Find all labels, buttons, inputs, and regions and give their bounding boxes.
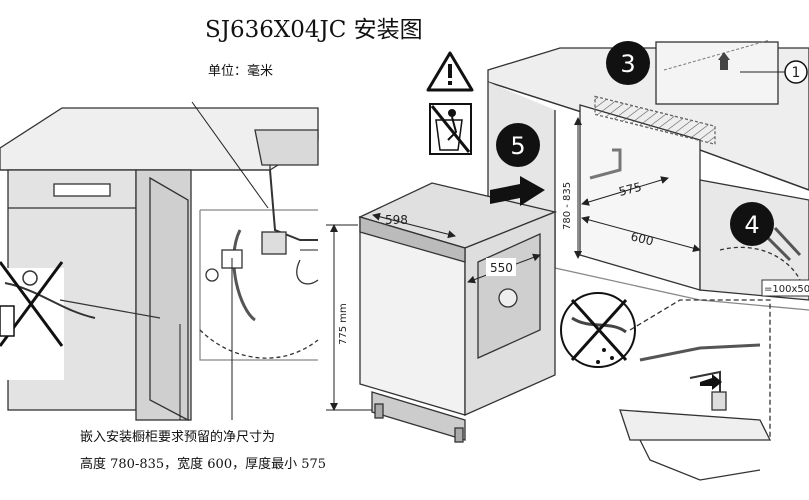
step-four-marker: 4 [730,202,774,246]
svg-text:780 - 835: 780 - 835 [562,182,573,230]
dim-780-835: 780 - 835 [562,117,582,259]
dim-575: 575 [581,176,669,206]
step-one-marker: 1 [784,60,808,84]
svg-text:1: 1 [792,65,801,81]
step-five-marker: 5 [496,123,540,167]
detail-inset [655,39,786,105]
cabinet-left-illustration [0,107,319,422]
leader-lines-left [179,101,318,420]
svg-text:5: 5 [510,132,525,160]
step-three-marker: 3 [606,41,650,85]
svg-text:4: 4 [744,211,759,239]
caption-line-2: 高度 780-835，宽度 600，厚度最小 575 [80,456,326,472]
unit-label: 单位：毫米 [208,63,273,79]
dim-598: 598 [372,212,456,239]
no-child-icon [429,103,472,155]
connection-arrow [700,374,722,390]
caption-line-1: 嵌入安装橱柜要求预留的净尺寸为 [80,429,275,445]
svg-text:575: 575 [617,180,643,199]
no-pinch-icon [0,261,161,380]
hose-connection-illustration [619,299,772,481]
svg-text:775 mm: 775 mm [338,303,349,345]
svg-text:600: 600 [629,229,655,248]
dim-550: 550 [467,253,541,284]
dim-100x50: =100x50 [761,279,809,297]
svg-text:550: 550 [490,261,513,275]
svg-text:598: 598 [385,213,408,227]
dim-775: 775 mm [326,224,372,411]
dim-600: 600 [581,215,701,253]
diagram-title: SJ636X04JC 安装图 [205,17,423,43]
warning-icon [426,51,474,92]
svg-text:=100x50: =100x50 [764,284,809,295]
no-mount-icon [560,292,636,368]
push-arrow [490,176,545,206]
svg-text:3: 3 [620,50,635,78]
